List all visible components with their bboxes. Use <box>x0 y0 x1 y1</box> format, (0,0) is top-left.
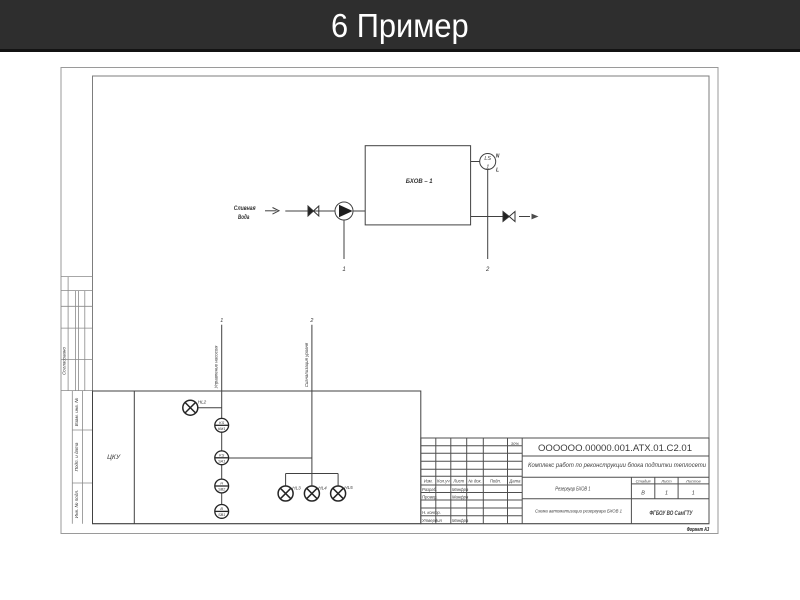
svg-text:Комплекс работ по реконструкци: Комплекс работ по реконструкции блока по… <box>528 463 707 469</box>
svg-text:Стадия: Стадия <box>636 478 652 483</box>
svg-text:SA1: SA1 <box>218 460 225 464</box>
svg-text:Утвердил: Утвердил <box>422 518 443 523</box>
svg-text:Манфра: Манфра <box>452 518 469 523</box>
svg-text:H: H <box>220 482 223 486</box>
svg-text:LS: LS <box>484 156 491 162</box>
svg-text:Вода: Вода <box>238 213 250 221</box>
svg-text:Провер.: Провер. <box>422 495 438 500</box>
svg-text:Управление насосом: Управление насосом <box>214 346 219 389</box>
svg-text:KS: KS <box>219 454 225 458</box>
svg-text:Н. контр.: Н. контр. <box>422 510 441 515</box>
svg-text:HL5: HL5 <box>344 485 353 490</box>
svg-text:Резервуар БХОВ 1: Резервуар БХОВ 1 <box>555 486 590 492</box>
svg-text:ЦКУ: ЦКУ <box>107 454 121 461</box>
svg-text:Подп.: Подп. <box>490 479 501 484</box>
svg-text:HL4: HL4 <box>318 486 327 491</box>
svg-text:2: 2 <box>309 318 313 324</box>
svg-text:Подп. и дата: Подп. и дата <box>74 442 79 471</box>
svg-text:В: В <box>641 490 645 496</box>
svg-text:Изм.: Изм. <box>424 479 433 484</box>
svg-text:Лист: Лист <box>452 479 464 484</box>
svg-text:КМ1: КМ1 <box>218 427 226 431</box>
svg-text:Инв. № подл.: Инв. № подл. <box>74 490 79 519</box>
svg-text:Манфра: Манфра <box>452 487 469 492</box>
svg-text:N: N <box>496 154 500 160</box>
svg-text:SB2: SB2 <box>218 488 226 492</box>
svg-text:1: 1 <box>665 490 668 496</box>
svg-text:Разраб.: Разраб. <box>422 487 437 492</box>
svg-text:Взам. инв. №: Взам. инв. № <box>74 398 79 426</box>
svg-text:Согласовано: Согласовано <box>62 347 67 375</box>
svg-text:Листов: Листов <box>685 478 701 483</box>
svg-text:1: 1 <box>220 318 223 324</box>
svg-text:1: 1 <box>692 490 695 496</box>
svg-text:Сливная: Сливная <box>234 205 256 212</box>
svg-text:Схема автоматизации резервуара: Схема автоматизации резервуара БХОВ 1 <box>535 509 622 514</box>
svg-text:1: 1 <box>486 165 489 171</box>
svg-text:ФГБОУ ВО СамГТУ: ФГБОУ ВО СамГТУ <box>650 511 694 517</box>
svg-text:B: B <box>220 507 223 511</box>
svg-text:Сигнализация уровня: Сигнализация уровня <box>304 342 309 387</box>
svg-text:HL2: HL2 <box>198 400 207 405</box>
svg-text:1: 1 <box>342 267 345 273</box>
svg-text:Манфра: Манфра <box>452 495 469 500</box>
svg-text:30%: 30% <box>511 441 519 446</box>
svg-text:HL3: HL3 <box>292 486 301 491</box>
svg-text:KS: KS <box>219 421 225 425</box>
svg-text:SB1: SB1 <box>218 513 225 517</box>
svg-text:ОООООО.00000.001.АТХ.01.С2.01: ОООООО.00000.001.АТХ.01.С2.01 <box>538 442 692 453</box>
svg-text:№ док.: № док. <box>468 479 481 484</box>
svg-text:2: 2 <box>485 267 490 273</box>
svg-text:БХОВ – 1: БХОВ – 1 <box>406 178 433 185</box>
svg-text:Лист: Лист <box>660 478 672 483</box>
svg-text:Дата: Дата <box>508 479 521 484</box>
svg-text:L: L <box>496 168 499 174</box>
svg-text:Кол.уч: Кол.уч <box>437 479 450 484</box>
svg-text:Формат А3: Формат А3 <box>687 527 710 533</box>
